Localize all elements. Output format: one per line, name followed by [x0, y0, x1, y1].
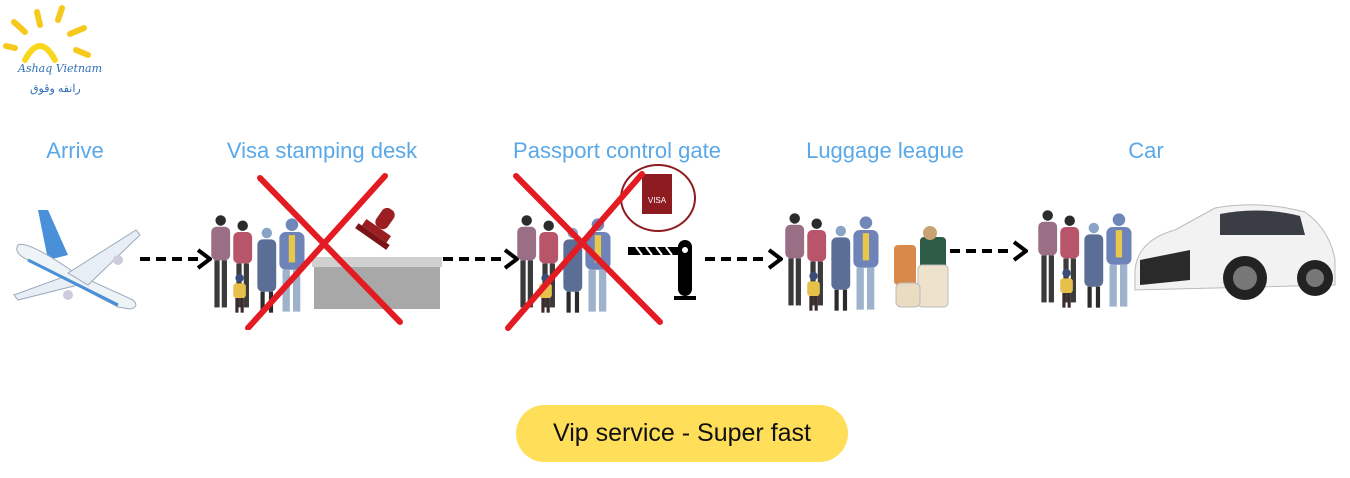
banner-text: Vip service - Super fast: [553, 419, 811, 447]
arrow-4: [950, 240, 1028, 262]
stamp-desk-icon: [312, 207, 442, 309]
arrow-1: [140, 248, 212, 270]
step-label-passport-gate: Passport control gate: [513, 138, 721, 163]
cross-out-visa-desk-icon: [245, 173, 403, 330]
car-icon: [1134, 204, 1336, 300]
sun-logo-icon: [3, 5, 91, 63]
logo: Ashaq Vietnam رانقه وڤوق: [0, 0, 110, 110]
step-label-luggage: Luggage league: [806, 138, 964, 163]
logo-arabic: رانقه وڤوق: [30, 83, 81, 95]
vip-service-banner: Vip service - Super fast: [516, 405, 848, 462]
cross-out-passport-gate-icon: [505, 171, 663, 331]
step-label-visa-desk: Visa stamping desk: [226, 138, 418, 163]
step-label-arrive: Arrive: [46, 138, 104, 163]
logo-name: Ashaq Vietnam: [18, 62, 103, 75]
airplane-icon: [13, 210, 141, 310]
visa-badge-text: VISA: [647, 196, 667, 205]
step-label-car: Car: [1128, 138, 1164, 163]
travelers-group-icon: [782, 208, 887, 318]
visa-passport-icon: VISA: [642, 174, 672, 214]
travelers-group-icon: [1035, 205, 1140, 315]
arrow-2: [443, 248, 519, 270]
gate-icon: [628, 240, 696, 300]
luggage-icon: [894, 226, 949, 308]
arrow-3: [705, 248, 783, 270]
